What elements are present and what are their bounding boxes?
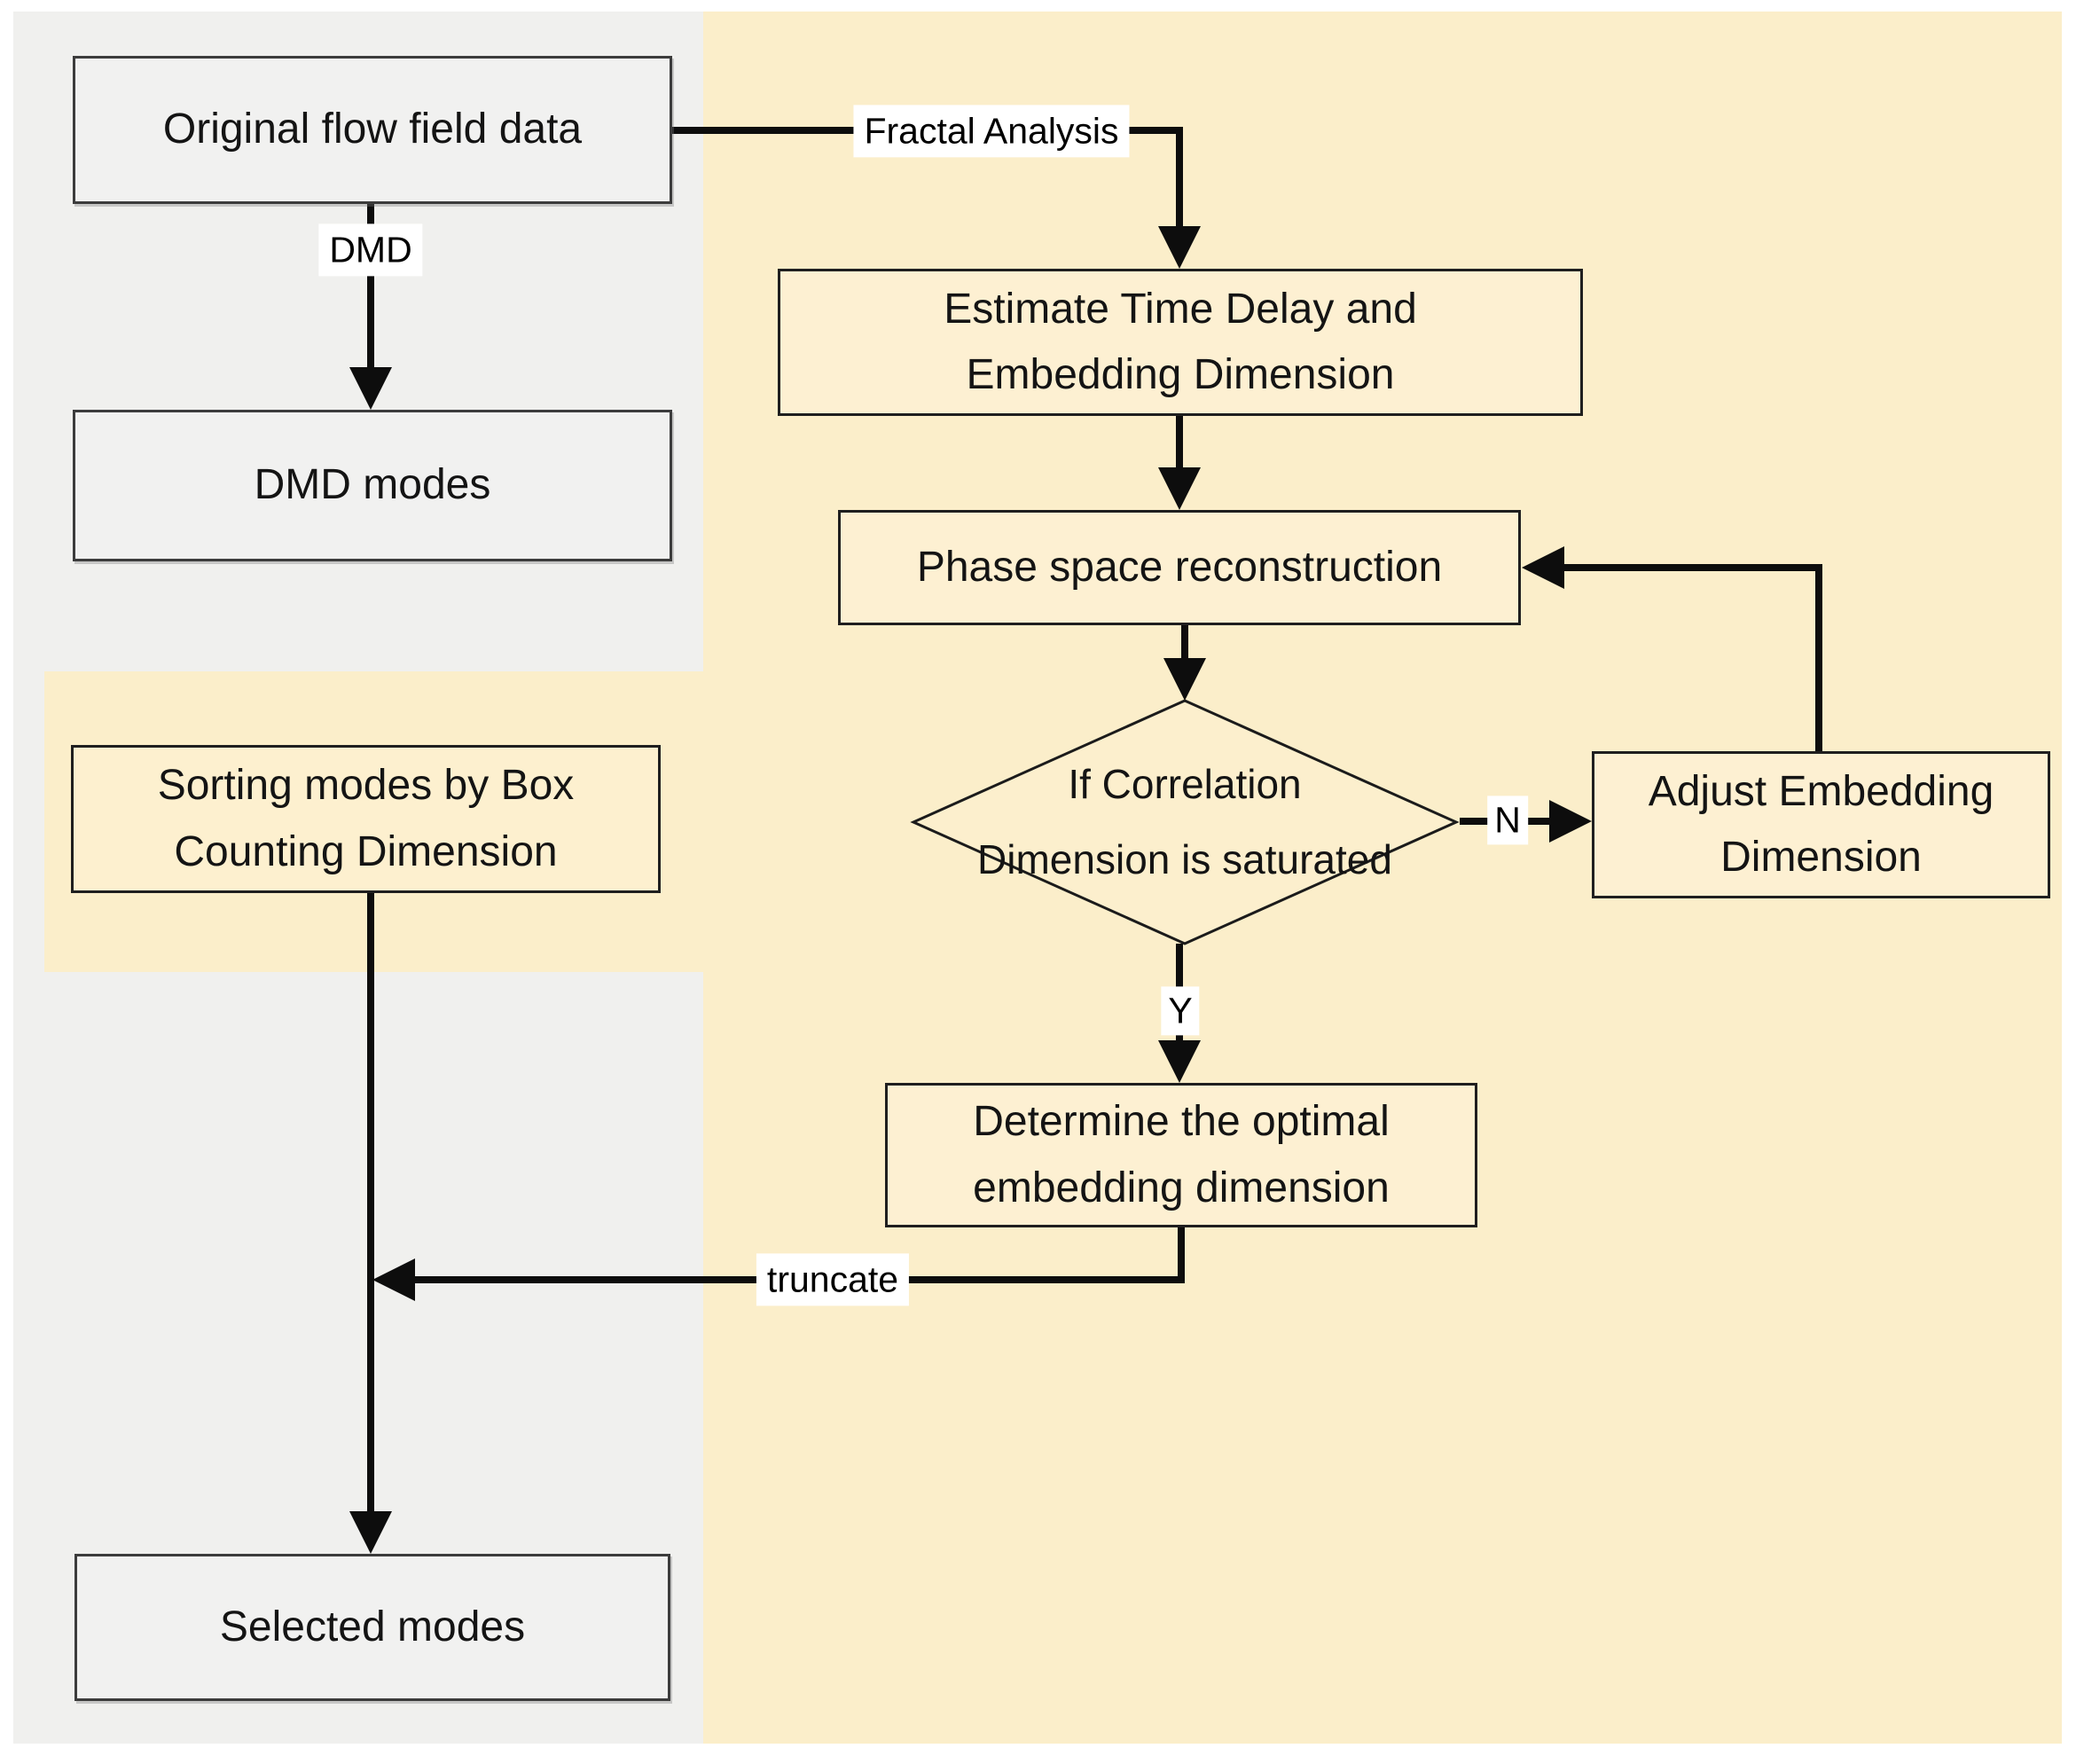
node-adjust-embedding-dimension: Adjust Embedding Dimension	[1592, 751, 2050, 898]
node-original-flow-field-data: Original flow field data	[73, 56, 672, 204]
node-adjust-embedding-dimension-label: Adjust Embedding Dimension	[1648, 767, 1994, 881]
edge-decision-to-adjust-arrowhead	[1549, 800, 1592, 843]
edge-label-truncate: truncate	[756, 1253, 910, 1306]
edge-determine-to-column-arrowhead	[372, 1258, 415, 1301]
decision-diamond-polygon	[910, 699, 1460, 945]
node-determine-optimal-dimension: Determine the optimal embedding dimensio…	[885, 1083, 1477, 1227]
node-decision-correlation-dimension: If Correlation Dimension is saturated	[910, 697, 1460, 947]
edge-original-to-dmdmodes-line	[367, 204, 374, 371]
edge-original-to-dmdmodes-arrowhead	[349, 367, 392, 410]
edge-adjust-to-phase-arrowhead	[1522, 546, 1564, 589]
node-decision-label: If Correlation Dimension is saturated	[977, 760, 1392, 882]
decision-diamond-shape	[910, 699, 1460, 945]
edge-sorting-to-selected-arrowhead	[349, 1511, 392, 1554]
edge-estimate-to-phase-line	[1176, 416, 1183, 471]
edge-decision-to-determine-arrowhead	[1158, 1040, 1201, 1083]
node-selected-modes: Selected modes	[74, 1554, 670, 1701]
node-selected-modes-label: Selected modes	[219, 1603, 526, 1650]
node-estimate-time-delay: Estimate Time Delay and Embedding Dimens…	[778, 269, 1583, 416]
node-sorting-modes-label: Sorting modes by Box Counting Dimension	[157, 762, 575, 875]
edge-label-dmd: DMD	[318, 223, 423, 277]
edge-adjust-to-phase-hline	[1564, 564, 1822, 571]
edge-label-yes: Y	[1161, 986, 1200, 1036]
edge-phase-to-decision-arrowhead	[1163, 658, 1206, 701]
node-phase-space-reconstruction-label: Phase space reconstruction	[916, 543, 1443, 591]
node-dmd-modes: DMD modes	[73, 410, 672, 561]
node-sorting-modes: Sorting modes by Box Counting Dimension	[71, 745, 661, 893]
edge-original-to-estimate-vline	[1176, 130, 1183, 230]
node-determine-optimal-dimension-label: Determine the optimal embedding dimensio…	[973, 1098, 1390, 1211]
edge-label-no: N	[1487, 796, 1528, 845]
node-estimate-time-delay-label: Estimate Time Delay and Embedding Dimens…	[944, 285, 1417, 398]
edge-phase-to-decision-line	[1181, 625, 1188, 662]
edge-determine-to-column-vline	[1178, 1227, 1185, 1283]
node-phase-space-reconstruction: Phase space reconstruction	[838, 510, 1521, 625]
edge-label-fractal-analysis: Fractal Analysis	[853, 105, 1130, 158]
node-original-flow-field-data-label: Original flow field data	[162, 106, 583, 153]
edge-original-to-estimate-arrowhead	[1158, 226, 1201, 269]
edge-adjust-to-phase-vline	[1815, 568, 1822, 751]
node-dmd-modes-label: DMD modes	[254, 461, 491, 509]
edge-estimate-to-phase-arrowhead	[1158, 467, 1201, 510]
edge-sorting-to-selected-line	[367, 893, 374, 1511]
